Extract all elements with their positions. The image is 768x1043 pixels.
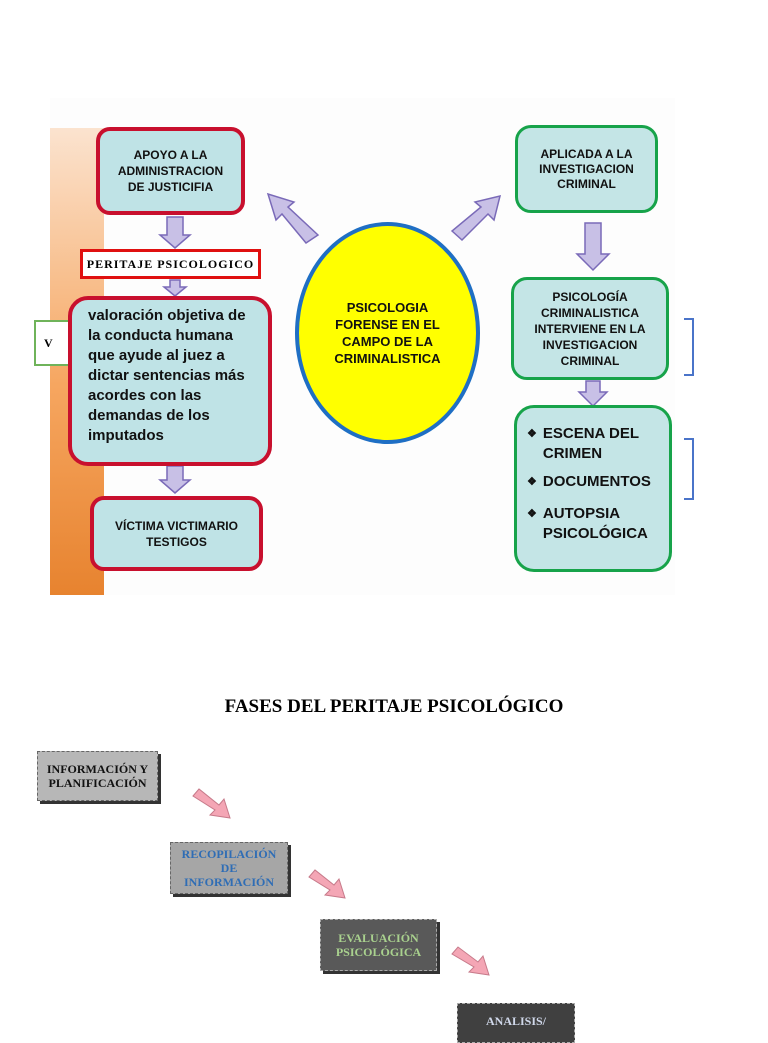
diamond-bullet-icon: ❖ — [527, 476, 537, 488]
phase-label: INFORMACIÓN Y PLANIFICACIÓN — [46, 762, 149, 790]
diagram-arrows — [157, 192, 611, 494]
partial-box-left: V — [34, 320, 74, 366]
apoyo-text: APOYO A LA ADMINISTRACION DE JUSTICIFIA — [117, 148, 224, 194]
criminalistica-box: PSICOLOGÍA CRIMINALISTICA INTERVIENE EN … — [511, 277, 669, 380]
victima-box: VÍCTIMA VICTIMARIO TESTIGOS — [90, 496, 263, 571]
phase-recopilacion: RECOPILACIÓN DE INFORMACIÓN — [170, 842, 288, 894]
arrow-down-1 — [157, 216, 193, 249]
partial-bracket-1 — [684, 318, 694, 376]
partial-box-letter: V — [44, 335, 53, 350]
phase-arrows — [192, 788, 490, 976]
arrow-down-5 — [577, 380, 609, 408]
center-ellipse: PSICOLOGIA FORENSE EN EL CAMPO DE LA CRI… — [295, 222, 480, 444]
valoracion-text: valoración objetiva de la conducta human… — [88, 307, 246, 444]
partial-bracket-2 — [684, 438, 694, 500]
evidence-item-text: DOCUMENTOS — [542, 473, 651, 490]
evidence-item-text: AUTOPSIA PSICOLÓGICA — [542, 505, 648, 542]
arrow-diag-right — [450, 194, 502, 242]
arrow-down-2 — [161, 279, 189, 297]
evidence-item: ❖ DOCUMENTOS — [527, 472, 663, 492]
phase-evaluacion: EVALUACIÓN PSICOLÓGICA — [320, 919, 437, 971]
section-title: FASES DEL PERITAJE PSICOLÓGICO — [224, 696, 564, 717]
victima-text: VÍCTIMA VICTIMARIO TESTIGOS — [115, 518, 238, 549]
diamond-bullet-icon: ❖ — [527, 428, 537, 440]
phase-label: EVALUACIÓN PSICOLÓGICA — [335, 931, 422, 959]
arrow-down-4 — [575, 222, 611, 272]
aplicada-text: APLICADA A LA INVESTIGACION CRIMINAL — [539, 146, 634, 191]
phase-arrow-2 — [308, 869, 346, 899]
phase-arrow-1 — [192, 788, 231, 819]
evidence-item-text: ESCENA DEL CRIMEN — [542, 425, 639, 462]
evidence-item: ❖ AUTOPSIA PSICOLÓGICA — [527, 504, 663, 544]
phase-informacion: INFORMACIÓN Y PLANIFICACIÓN — [37, 751, 158, 801]
evidence-list-box: ❖ ESCENA DEL CRIMEN ❖ DOCUMENTOS ❖ AUTOP… — [514, 405, 672, 572]
aplicada-box: APLICADA A LA INVESTIGACION CRIMINAL — [515, 125, 658, 213]
valoracion-box: valoración objetiva de la conducta human… — [68, 296, 272, 466]
phase-arrow-3 — [451, 946, 490, 976]
evidence-item: ❖ ESCENA DEL CRIMEN — [527, 424, 663, 464]
arrow-down-3 — [157, 465, 193, 494]
center-text: PSICOLOGIA FORENSE EN EL CAMPO DE LA CRI… — [334, 300, 441, 366]
peritaje-label: PERITAJE PSICOLOGICO — [80, 249, 261, 279]
peritaje-text: PERITAJE PSICOLOGICO — [86, 256, 255, 271]
arrow-diag-left — [266, 192, 320, 244]
apoyo-box: APOYO A LA ADMINISTRACION DE JUSTICIFIA — [96, 127, 245, 215]
diamond-bullet-icon: ❖ — [527, 508, 537, 520]
phase-label: RECOPILACIÓN DE INFORMACIÓN — [181, 847, 277, 889]
criminalistica-text: PSICOLOGÍA CRIMINALISTICA INTERVIENE EN … — [534, 289, 646, 368]
